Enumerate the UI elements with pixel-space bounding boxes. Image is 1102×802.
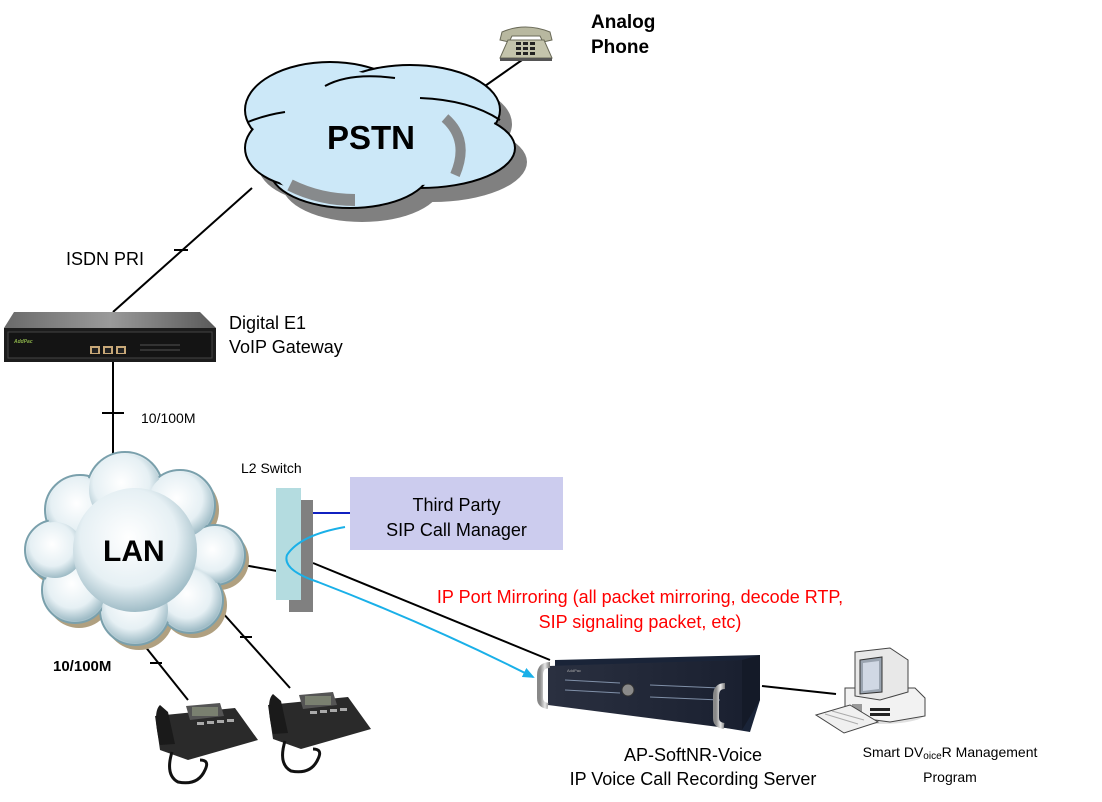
link-server-pc: [761, 685, 837, 695]
management-pc-label-prefix: Smart DV: [862, 744, 924, 760]
call-manager-label: Third Party SIP Call Manager: [350, 493, 563, 543]
management-pc-label-suffix: R Management: [941, 744, 1038, 760]
management-pc-label: Smart DVoiceR Management Program: [843, 742, 1057, 788]
lan-cloud: [24, 451, 249, 650]
ip-phone-2-icon: [268, 692, 371, 774]
recording-server-label-line2: IP Voice Call Recording Server: [569, 769, 817, 789]
mirroring-path: [285, 526, 535, 678]
svg-text:AddPac: AddPac: [567, 668, 581, 673]
gateway-lan-speed-label: 10/100M: [141, 410, 196, 426]
pstn-cloud: [244, 61, 527, 222]
lan-label: LAN: [103, 535, 165, 568]
mirroring-label: IP Port Mirroring (all packet mirroring,…: [392, 585, 888, 635]
svg-text:AddPac: AddPac: [13, 339, 33, 345]
call-manager-label-line2: SIP Call Manager: [386, 520, 527, 540]
gateway-label-line2: VoIP Gateway: [229, 337, 343, 357]
l2-switch: [276, 488, 313, 612]
gateway-label-line1: Digital E1: [229, 313, 307, 333]
call-manager-label-line1: Third Party: [412, 495, 501, 515]
phones-speed-label: 10/100M: [53, 658, 112, 675]
isdn-pri-label: ISDN PRI: [66, 249, 145, 269]
management-pc-label-line1: Smart DVoiceR Management: [843, 742, 1057, 767]
management-pc-label-sub: oice: [923, 751, 942, 762]
analog-phone-label-line2: Phone: [591, 37, 650, 58]
analog-phone-icon: [499, 26, 553, 61]
analog-phone-label-line1: Analog: [591, 12, 656, 33]
analog-phone-label: Analog Phone: [591, 10, 655, 60]
l2-switch-label: L2 Switch: [241, 460, 302, 476]
management-pc-icon: [814, 647, 926, 734]
ip-phone-1-icon: [155, 703, 258, 785]
call-manager-box: [350, 477, 563, 550]
gateway-label: Digital E1 VoIP Gateway: [229, 311, 343, 359]
recording-server-label: AP-SoftNR-Voice IP Voice Call Recording …: [548, 743, 838, 791]
link-switch-recording-server: [312, 562, 551, 661]
recording-server-label-line1: AP-SoftNR-Voice: [623, 745, 763, 765]
recording-server-device: AddPac: [537, 655, 760, 732]
management-pc-label-line2: Program: [923, 769, 977, 785]
voip-gateway-device: AddPac: [4, 312, 216, 362]
mirroring-label-line1: IP Port Mirroring (all packet mirroring,…: [436, 587, 844, 607]
pstn-label: PSTN: [327, 119, 416, 156]
link-lan-phone-2: [212, 601, 291, 689]
mirroring-label-line2: SIP signaling packet, etc): [538, 612, 742, 632]
